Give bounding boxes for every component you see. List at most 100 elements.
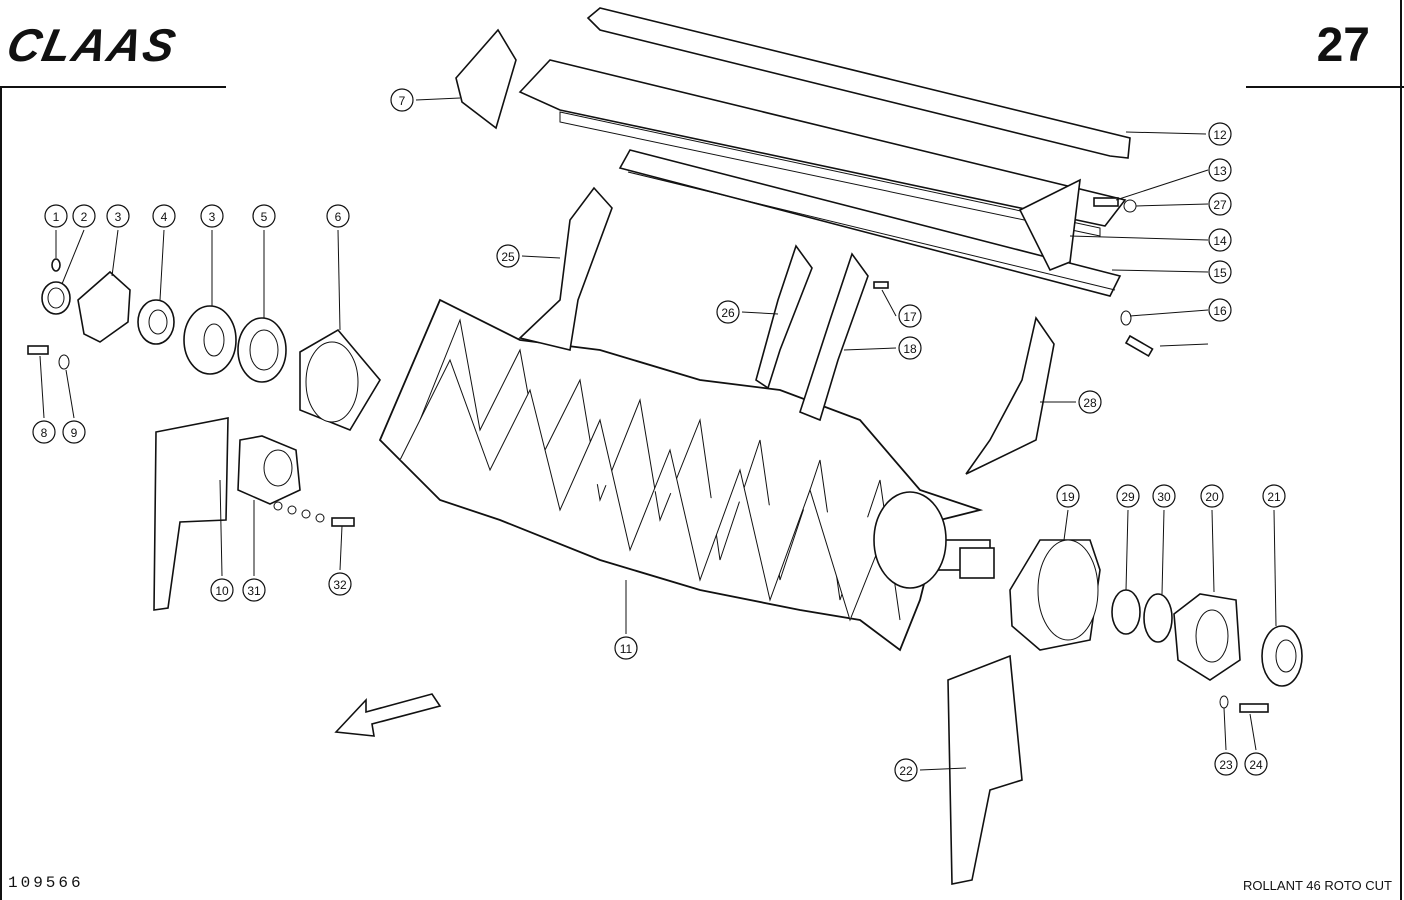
callout-label: 12 [1213,128,1227,142]
part-pin-18 [873,281,889,289]
model-caption: ROLLANT 46 ROTO CUT [1242,878,1392,893]
callout-label: 30 [1157,490,1171,504]
callout-10: 10 [210,578,234,602]
callout-15: 15 [1208,260,1232,284]
callout-circle [716,300,740,324]
part-washer-24 [1219,695,1229,709]
callout-circle [1208,260,1232,284]
part-bolt-25 [1239,703,1269,713]
callout-19: 19 [1056,484,1080,508]
callout-21: 21 [1262,484,1286,508]
part-grease-nipple [51,258,61,272]
callout-circle [614,636,638,660]
callout-circle [252,204,276,228]
callout-circle [1056,484,1080,508]
travel-direction-arrow [334,693,442,737]
callout-5: 5 [252,204,276,228]
part-bearing-4-inner [148,309,168,335]
callout-label: 21 [1267,490,1281,504]
callout-25: 25 [496,244,520,268]
callout-18: 18 [898,336,922,360]
callout-4: 4 [152,204,176,228]
callout-26: 26 [716,300,740,324]
callout-label: 24 [1249,758,1263,772]
leader-3 [111,229,119,277]
part-bolt-33 [331,517,355,527]
callout-label: 27 [1213,198,1227,212]
callout-circle [1208,298,1232,322]
callout-circle [898,304,922,328]
part-drum-20-face [1037,539,1099,641]
callout-label: 7 [399,94,406,108]
callout-circle [1262,484,1286,508]
part-hub-6-face [305,341,359,423]
callout-circle [326,204,350,228]
callout-1: 1 [44,204,68,228]
callout-circle [1078,390,1102,414]
part-bearing-flange-3 [77,270,131,343]
callout-circle [210,578,234,602]
leader-33 [339,525,343,571]
part-seal-ring-inner [47,287,65,309]
part-scraper-27 [755,244,813,390]
leader-18 [881,289,897,317]
header-rule-right [1246,86,1404,88]
part-scraper-10 [153,417,229,611]
leader-26 [521,255,561,259]
part-cover-channel [586,7,1131,159]
leader-7 [415,97,461,101]
callout-6: 6 [326,204,350,228]
callout-label: 11 [620,642,633,656]
callout-circle [390,88,414,112]
callout-label: 32 [333,578,347,592]
callout-label: 17 [903,310,917,324]
callout-8: 8 [32,420,56,444]
callout-11: 11 [614,636,638,660]
callout-circle [62,420,86,444]
part-knife-holder [618,149,1122,297]
callout-label: 5 [261,210,268,224]
callout-circle [44,204,68,228]
leader-14 [1069,235,1209,241]
callout-29: 29 [1116,484,1140,508]
callout-circle [200,204,224,228]
leader-9 [65,369,75,419]
leader-27 [741,311,779,315]
leader-30 [1125,509,1129,591]
callout-label: 9 [71,426,78,440]
callout-circle [1152,484,1176,508]
callout-28: 28 [1078,390,1102,414]
leader-19 [843,347,897,351]
part-nut-28 [1123,199,1137,213]
callout-7: 7 [390,88,414,112]
callout-circle [106,204,130,228]
header-rule-left [0,86,226,88]
callout-label: 18 [903,342,917,356]
leader-23 [919,767,967,771]
callout-circle [152,204,176,228]
part-scraper-26 [518,186,613,351]
leader-20 [1063,509,1069,541]
callout-circle [1208,158,1232,182]
callout-3: 3 [200,204,224,228]
part-bearing-housing-32-bore [263,449,293,487]
callout-circle [1116,484,1140,508]
callout-label: 14 [1213,234,1227,248]
page-number: 27 [1316,19,1370,72]
leader-31 [1161,509,1165,595]
callout-label: 4 [161,210,168,224]
leader-lines-layer [39,97,1277,771]
part-knife-bar [518,59,1127,227]
part-rotor-11 [378,298,995,652]
part-rotor-endplate [873,491,947,589]
leader-25 [1249,713,1257,751]
callout-circle [1208,228,1232,252]
callout-label: 22 [899,764,913,778]
leader-4 [159,229,165,301]
part-bolt-13 [1093,197,1119,207]
callout-3: 3 [106,204,130,228]
callout-13: 13 [1208,158,1232,182]
part-bearing-22-inner [1275,639,1297,673]
